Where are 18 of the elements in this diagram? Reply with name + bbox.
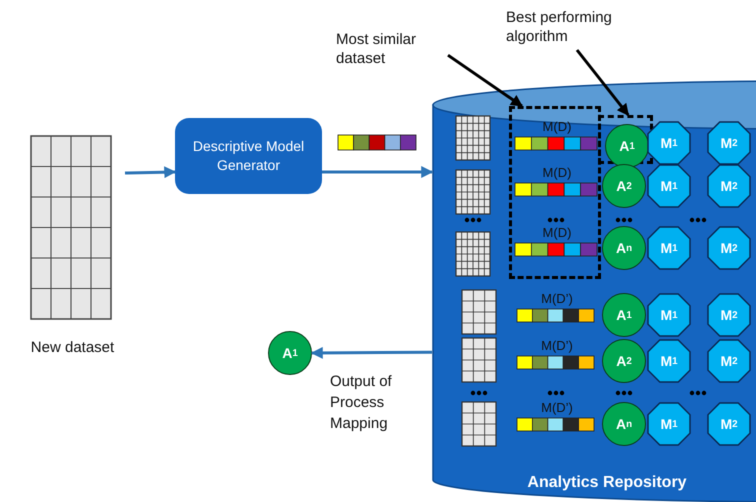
vector-label: M(D’): [540, 338, 574, 353]
highlight-box: [509, 106, 601, 279]
vector-label: M(D’): [540, 400, 574, 415]
arrow: [576, 49, 630, 116]
arrow: [124, 166, 176, 178]
arrow: [447, 54, 523, 108]
edge-label: Output of Process Mapping: [330, 372, 393, 434]
callout-text: Most similar dataset: [336, 30, 448, 72]
vector-label: M(D): [542, 119, 572, 134]
arrow: [322, 166, 434, 178]
vector-label: M(D’): [540, 291, 574, 306]
caption-text: New dataset: [30, 338, 116, 357]
vector-label: M(D): [542, 225, 572, 240]
process-box: Descriptive Model Generator: [175, 118, 322, 194]
callout-text: Best performing algorithm: [506, 8, 648, 50]
vector-label: M(D): [542, 165, 572, 180]
repository-label: Analytics Repository: [526, 474, 688, 492]
arrow: [310, 346, 432, 359]
